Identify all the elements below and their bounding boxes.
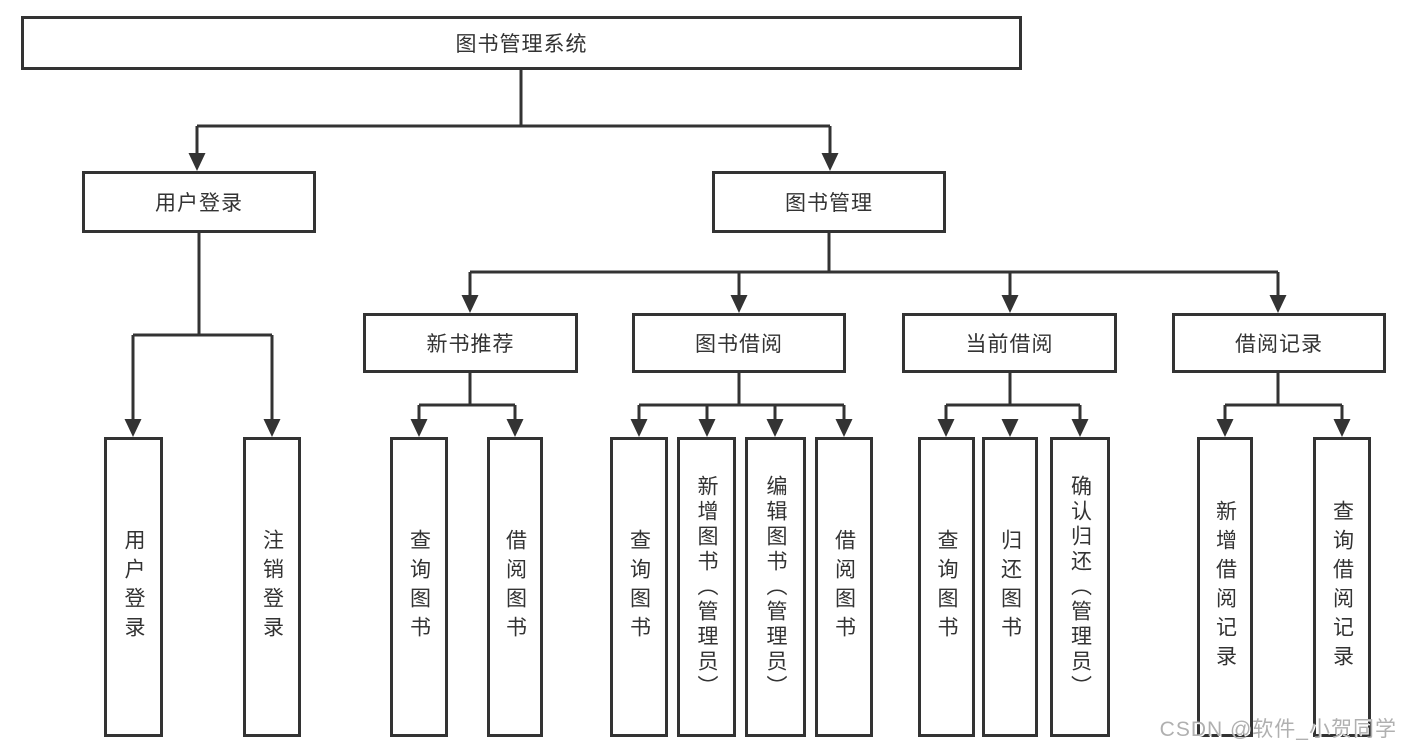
leaf-logout-login-label: 注销登录: [260, 529, 284, 645]
node-new-book-recommend: 新书推荐: [363, 313, 578, 373]
leaf-user-login-label: 用户登录: [122, 529, 145, 645]
connector-lines: [131, 70, 1344, 422]
leaf-nbr-query-books: 查询图书: [390, 437, 448, 737]
leaf-br-add-record: 新增借阅记录: [1197, 437, 1253, 737]
node-current-borrow-label: 当前借阅: [965, 333, 1054, 356]
leaf-bb-add-books-admin-label: 新增图书（管理员）: [695, 474, 718, 700]
leaf-cb-query-books: 查询图书: [918, 437, 975, 737]
leaf-bb-edit-books-admin: 编辑图书（管理员）: [745, 437, 806, 737]
leaf-cb-query-books-label: 查询图书: [935, 529, 958, 645]
node-current-borrow: 当前借阅: [902, 313, 1117, 373]
leaf-bb-add-books-admin: 新增图书（管理员）: [677, 437, 736, 737]
leaf-nbr-borrow-books: 借阅图书: [487, 437, 543, 737]
node-user-login-label: 用户登录: [155, 192, 243, 215]
leaf-nbr-borrow-books-label: 借阅图书: [503, 529, 527, 645]
leaf-br-query-record-label: 查询借阅记录: [1330, 500, 1354, 674]
leaf-cb-confirm-return-admin: 确认归还（管理员）: [1050, 437, 1110, 737]
node-book-borrow-label: 图书借阅: [695, 333, 783, 356]
node-root-system: 图书管理系统: [21, 16, 1022, 70]
node-borrow-records-label: 借阅记录: [1235, 333, 1323, 356]
leaf-br-add-record-label: 新增借阅记录: [1213, 500, 1237, 674]
leaf-bb-borrow-books-label: 借阅图书: [832, 529, 856, 645]
arrowheads: [124, 153, 1351, 437]
node-user-login: 用户登录: [82, 171, 316, 233]
leaf-nbr-query-books-label: 查询图书: [407, 529, 431, 645]
leaf-bb-query-books-label: 查询图书: [627, 529, 651, 645]
leaf-bb-edit-books-admin-label: 编辑图书（管理员）: [764, 474, 787, 700]
leaf-cb-return-books: 归还图书: [982, 437, 1038, 737]
leaf-br-query-record: 查询借阅记录: [1313, 437, 1371, 737]
node-root-label: 图书管理系统: [455, 33, 588, 56]
leaf-logout-login: 注销登录: [243, 437, 301, 737]
node-new-book-recommend-label: 新书推荐: [426, 333, 515, 356]
node-book-management: 图书管理: [712, 171, 946, 233]
leaf-cb-return-books-label: 归还图书: [998, 529, 1022, 645]
leaf-user-login: 用户登录: [104, 437, 163, 737]
node-book-borrow: 图书借阅: [632, 313, 846, 373]
node-borrow-records: 借阅记录: [1172, 313, 1386, 373]
node-book-management-label: 图书管理: [785, 192, 873, 215]
leaf-cb-confirm-return-admin-label: 确认归还（管理员）: [1068, 474, 1092, 700]
leaf-bb-borrow-books: 借阅图书: [815, 437, 873, 737]
leaf-bb-query-books: 查询图书: [610, 437, 668, 737]
csdn-watermark: CSDN @软件_小贺同学: [1159, 718, 1397, 741]
